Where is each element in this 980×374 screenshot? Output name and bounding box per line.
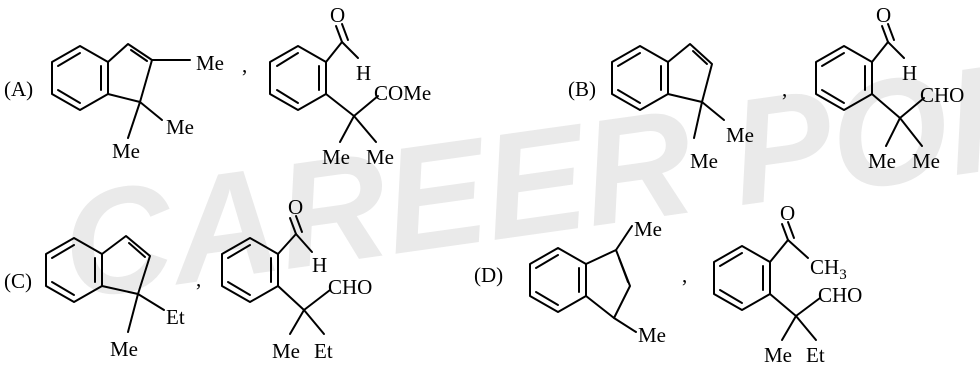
oxygen-label: O (288, 195, 303, 219)
ethyl-label: Et (314, 339, 333, 363)
methyl-label: CH3 (810, 255, 847, 283)
separator-comma: , (242, 53, 247, 77)
option-a-product (269, 23, 379, 143)
aldehyde-label: CHO (328, 275, 372, 299)
methyl-label: Me (868, 149, 896, 173)
methyl-label: Me (272, 339, 300, 363)
option-b-label: (B) (568, 77, 596, 101)
oxygen-label: O (780, 201, 795, 225)
cyclopentene-ring (667, 43, 713, 103)
acetyl-label: COMe (374, 81, 431, 105)
cyclopentene-ring (585, 249, 631, 319)
methyl-label: Me (166, 115, 194, 139)
oxygen-label: O (330, 3, 345, 27)
methyl-label: Me (764, 343, 792, 367)
methyl-label: Me (912, 149, 940, 173)
cyclopentene-ring (107, 43, 153, 103)
benzene-ring (713, 245, 771, 311)
option-a-label: (A) (4, 77, 33, 101)
cyclopentene-ring (101, 235, 151, 295)
ethyl-label: Et (166, 305, 185, 329)
separator-comma: , (196, 267, 201, 291)
methyl-label: Me (322, 145, 350, 169)
option-d: (D) Me Me , O CH3 (474, 201, 862, 367)
hydrogen-label: H (902, 61, 917, 85)
option-d-label: (D) (474, 263, 503, 287)
methyl-label: Me (634, 217, 662, 241)
option-a: (A) Me Me Me , (4, 3, 431, 169)
option-c-reactant (45, 235, 165, 333)
methyl-label: Me (110, 337, 138, 361)
methyl-label: Me (196, 51, 224, 75)
option-a-reactant (51, 43, 191, 139)
aldehyde-label: CHO (818, 283, 862, 307)
oxygen-label: O (876, 3, 891, 27)
separator-comma: , (782, 77, 787, 101)
methyl-label: Me (638, 323, 666, 347)
option-c: (C) Et Me , O H (4, 195, 372, 363)
option-c-label: (C) (4, 269, 32, 293)
separator-comma: , (682, 263, 687, 287)
option-b-reactant (611, 43, 725, 139)
option-b: (B) Me Me , O H (568, 3, 964, 173)
hydrogen-label: H (356, 61, 371, 85)
benzene-ring (51, 45, 109, 111)
methyl-label: Me (690, 149, 718, 173)
benzene-ring (269, 45, 327, 111)
ethyl-label: Et (806, 343, 825, 367)
option-b-product (815, 23, 925, 147)
methyl-label: Me (366, 145, 394, 169)
aldehyde-label: CHO (920, 83, 964, 107)
option-c-product (221, 215, 331, 335)
option-d-reactant (529, 225, 637, 333)
methyl-label: Me (112, 139, 140, 163)
option-d-product (713, 221, 821, 341)
methyl-label: Me (726, 123, 754, 147)
hydrogen-label: H (312, 253, 327, 277)
